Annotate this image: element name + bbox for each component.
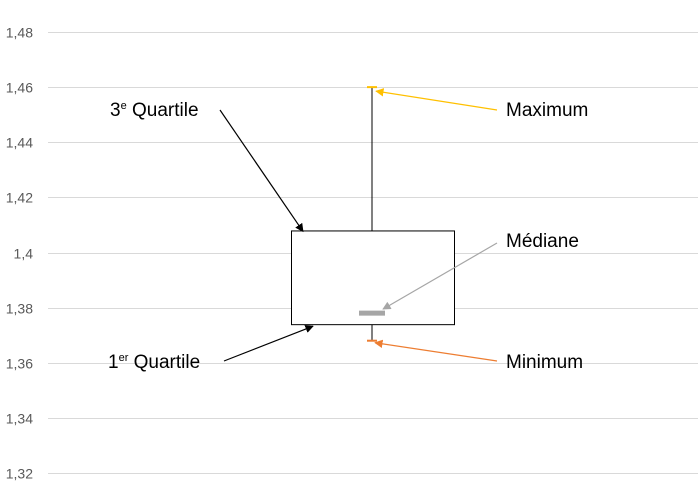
maximum-annotation-label: Maximum [506, 100, 588, 121]
q3-annotation-label: 3e Quartile [110, 100, 199, 121]
median-marker [359, 310, 385, 316]
y-tick-label: 1,38 [6, 301, 33, 317]
y-tick-label: 1,32 [6, 466, 33, 482]
y-tick-label: 1,46 [6, 80, 33, 96]
median-arrow [382, 242, 498, 310]
maximum-arrow [375, 88, 498, 111]
y-tick-label: 1,4 [14, 246, 34, 262]
y-tick-label: 1,34 [6, 411, 33, 427]
minimum-annotation-label: Minimum [506, 352, 583, 373]
minimum-arrow [374, 339, 498, 362]
annotations: 3e Quartile 1er Quartile Maximum Médiane… [108, 88, 588, 373]
q1-annotation-label: 1er Quartile [108, 352, 200, 373]
q1-arrow [223, 325, 314, 362]
y-tick-label: 1,36 [6, 356, 33, 372]
y-tick-label: 1,48 [6, 25, 33, 41]
y-tick-label: 1,42 [6, 190, 33, 206]
box-and-whiskers [291, 86, 455, 342]
interquartile-box [291, 230, 455, 326]
median-annotation-label: Médiane [506, 231, 579, 252]
q3-arrow [219, 109, 304, 233]
y-axis-tick-labels: 1,48 1,46 1,44 1,42 1,4 1,38 1,36 1,34 1,32 [6, 25, 33, 482]
y-tick-label: 1,44 [6, 135, 33, 151]
